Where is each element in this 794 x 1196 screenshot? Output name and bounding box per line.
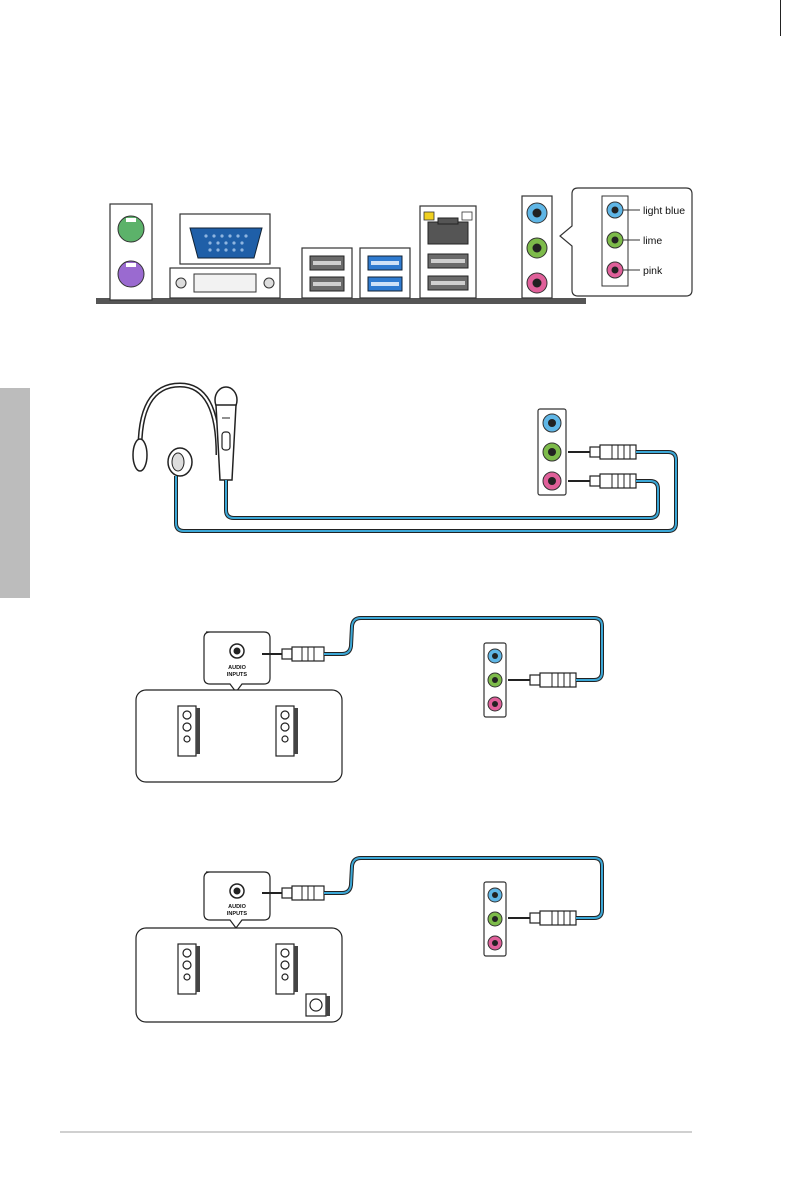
two-point-one-speaker-diagram: AUDIO INPUTS [136,858,602,1022]
two-channel-speaker-diagram: AUDIO INPUTS [136,618,602,782]
audio-jack-panel [484,882,506,956]
audio-jack-panel [538,409,566,495]
lan-usb-ports [420,206,476,298]
audio-inputs-label-line2: INPUTS [227,911,248,917]
audio-jack-legend: light blue lime pink [560,188,692,296]
ps2-ports [110,204,152,300]
audio-jack-panel [484,643,506,717]
lan-port [428,222,468,244]
headphone-mic-diagram [133,385,676,531]
speaker-cable [324,618,602,680]
audio-inputs-label-line1: AUDIO [228,665,246,671]
lime-audio-plug [568,445,636,459]
audio-inputs-label-line1: AUDIO [228,904,246,910]
vga-dvi-ports [170,214,280,298]
rear-io-panel: light blue lime pink [96,188,692,304]
legend-label-light-blue: light blue [643,205,685,217]
audio-inputs-box [204,872,270,928]
pink-audio-plug [568,474,636,488]
rear-audio-jacks [522,196,552,298]
subwoofer-icon [306,994,330,1016]
legend-label-pink: pink [643,265,663,277]
left-speaker-icon [178,944,200,994]
lan-led-icon [424,212,434,220]
usb3-ports [360,248,410,298]
speaker-set-box [136,690,342,782]
usb2-ports [302,248,352,298]
lime-audio-plug [508,911,576,925]
right-speaker-icon [276,944,298,994]
left-speaker-icon [178,706,200,756]
speaker-cable [324,858,602,918]
lime-audio-plug [508,673,576,687]
right-speaker-icon [276,706,298,756]
io-baseline [96,298,586,304]
speaker-input-plug [262,647,324,661]
audio-inputs-label-line2: INPUTS [227,672,248,678]
microphone-icon [215,387,237,480]
headphone-icon [133,385,218,476]
speaker-input-plug [262,886,324,900]
audio-inputs-box [204,632,270,692]
legend-label-lime: lime [643,235,662,247]
